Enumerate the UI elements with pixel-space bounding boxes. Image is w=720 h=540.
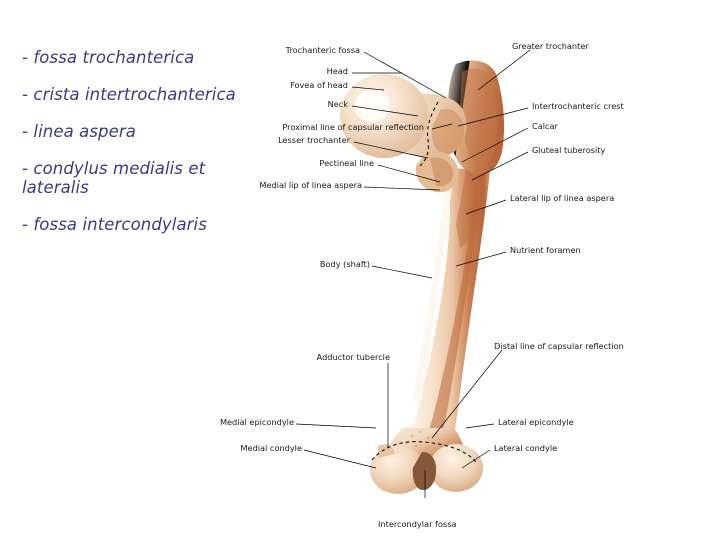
label-head: Head xyxy=(326,66,348,76)
label-intercondylar-fossa: Intercondylar fossa xyxy=(378,519,457,529)
terms-list: - fossa trochanterica - crista intertroc… xyxy=(22,48,272,252)
label-adductor-tubercle: Adductor tubercle xyxy=(316,352,390,362)
greater-trochanter-shading xyxy=(460,68,498,166)
list-item: - condylus medialis et lateralis xyxy=(22,159,206,197)
label-trochanteric-fossa: Trochanteric fossa xyxy=(285,45,360,55)
bone-shape xyxy=(340,60,505,494)
list-item: - fossa intercondylaris xyxy=(22,215,207,234)
label-medial-lip-of-linea-aspera: Medial lip of linea aspera xyxy=(259,180,362,190)
list-item: - crista intertrochanterica xyxy=(22,85,236,104)
label-medial-epicondyle: Medial epicondyle xyxy=(219,417,294,427)
gluteal-tuberosity xyxy=(456,168,478,248)
label-body-shaft: Body (shaft) xyxy=(319,259,370,269)
label-medial-condyle: Medial condyle xyxy=(240,443,302,453)
medial-condyle xyxy=(370,446,426,494)
lateral-condyle xyxy=(429,444,483,492)
linea-aspera-ridge xyxy=(429,176,485,432)
label-lateral-lip-of-linea-aspera: Lateral lip of linea aspera xyxy=(510,193,615,203)
label-greater-trochanter: Greater trochanter xyxy=(512,41,589,51)
bone-texture xyxy=(397,431,449,453)
list-item: - fossa trochanterica xyxy=(22,48,195,67)
shaft-highlight xyxy=(412,178,453,404)
label-nutrient-foramen: Nutrient foramen xyxy=(510,245,581,255)
label-gluteal-tuberosity: Gluteal tuberosity xyxy=(532,145,606,155)
lesser-trochanter-shading xyxy=(430,157,454,187)
label-proximal-line-of-capsular-reflection: Proximal line of capsular reflection xyxy=(282,122,424,132)
femur-illustration xyxy=(295,49,531,498)
list-item: - linea aspera xyxy=(22,122,136,141)
label-fovea-of-head: Fovea of head xyxy=(290,80,348,90)
intercondylar-fossa xyxy=(412,452,436,490)
label-lateral-epicondyle: Lateral epicondyle xyxy=(498,417,574,427)
label-intertrochanteric-crest: Intertrochanteric crest xyxy=(532,101,624,111)
fovea-of-head xyxy=(354,90,390,122)
femur-diagram: Trochanteric fossa Head Fovea of head Ne… xyxy=(220,28,720,529)
label-calcar: Calcar xyxy=(532,121,558,131)
label-lateral-condyle: Lateral condyle xyxy=(494,443,558,453)
label-pectineal-line: Pectineal line xyxy=(319,158,374,168)
proximal-capsular-reflection-line xyxy=(419,101,439,167)
label-distal-line-of-capsular-reflection: Distal line of capsular reflection xyxy=(494,341,624,351)
leader-lines xyxy=(295,49,531,498)
distal-capsular-reflection-line xyxy=(371,441,477,463)
femoral-shaft xyxy=(402,168,490,448)
label-neck: Neck xyxy=(327,99,348,109)
label-lesser-trochanter: Lesser trochanter xyxy=(278,135,350,145)
adductor-tubercle xyxy=(378,444,395,458)
trochanteric-fossa xyxy=(431,108,465,154)
